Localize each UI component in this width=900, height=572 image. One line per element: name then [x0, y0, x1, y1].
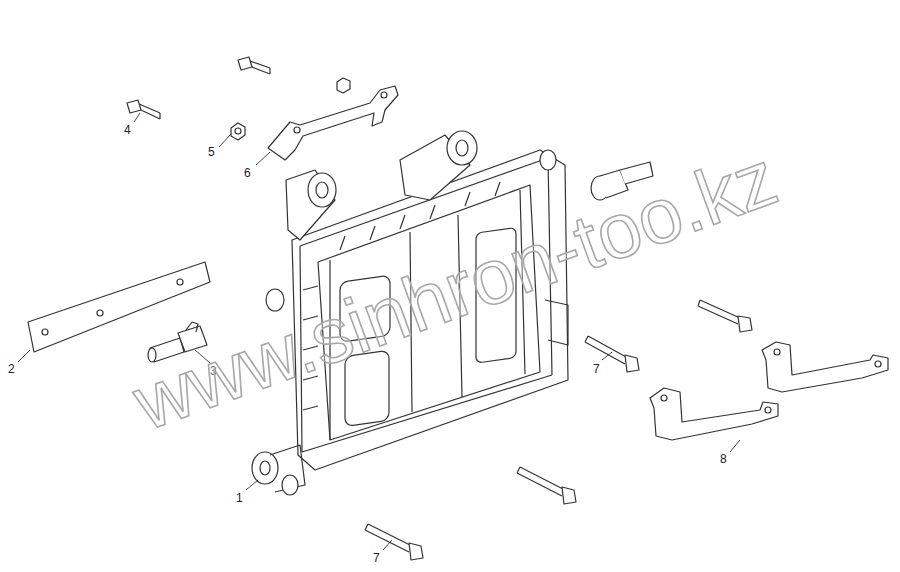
nut — [231, 123, 245, 140]
callout-number: 8 — [720, 452, 727, 466]
callout-number: 7 — [373, 551, 380, 565]
bolt — [127, 100, 160, 119]
callout-number: 4 — [124, 123, 131, 137]
callout-number: 2 — [8, 362, 15, 376]
callout-number: 1 — [236, 491, 243, 505]
callout-number: 5 — [208, 145, 215, 159]
bolt — [238, 57, 270, 74]
bracket — [268, 86, 398, 160]
bracket — [650, 388, 778, 440]
bracket — [28, 262, 210, 352]
callout-number: 6 — [244, 166, 251, 180]
callout-number: 7 — [593, 362, 600, 376]
bracket — [762, 342, 888, 392]
nut — [337, 78, 350, 93]
